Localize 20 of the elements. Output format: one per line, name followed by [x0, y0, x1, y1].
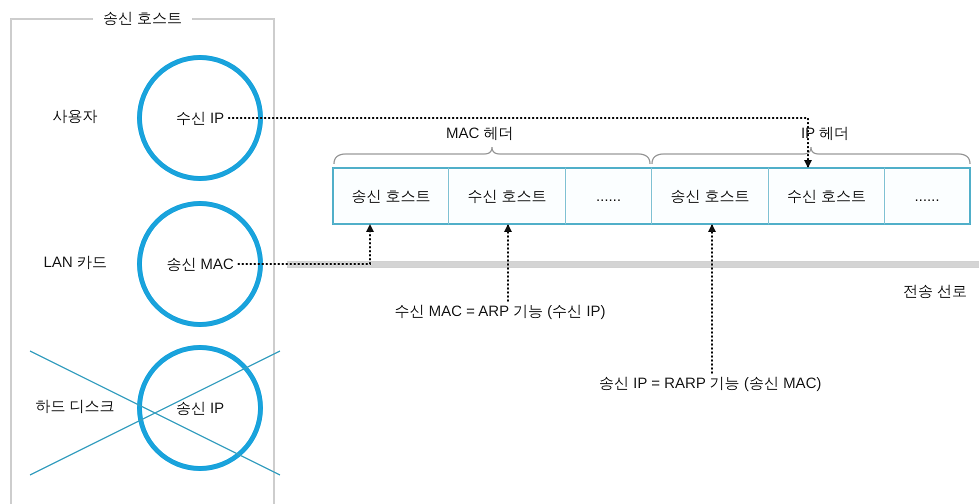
side-label: 사용자	[52, 106, 98, 126]
header-cell: 송신 호스트	[332, 167, 448, 225]
header-cell: 송신 호스트	[651, 167, 768, 225]
formula-text: 수신 MAC = ARP 기능 (수신 IP)	[394, 302, 606, 320]
header-cell: 수신 호스트	[448, 167, 565, 225]
line-label: 전송 선로	[903, 282, 968, 300]
dotted-arrow	[504, 224, 512, 302]
circle-node: 송신 MAC	[137, 201, 263, 327]
header-label: MAC 헤더	[446, 124, 514, 142]
header-cell: 수신 호스트	[768, 167, 884, 225]
header-cell: ......	[565, 167, 651, 225]
formula-text: 송신 IP = RARP 기능 (송신 MAC)	[599, 374, 822, 392]
dotted-arrow	[708, 224, 716, 374]
circle-node: 수신 IP	[137, 55, 263, 181]
header-cell: ......	[884, 167, 971, 225]
side-label: LAN 카드	[44, 252, 107, 272]
side-label: 하드 디스크	[36, 396, 115, 416]
dotted-arrow	[238, 224, 374, 265]
dotted-arrow	[228, 117, 812, 168]
circle-node: 송신 IP	[137, 345, 263, 471]
